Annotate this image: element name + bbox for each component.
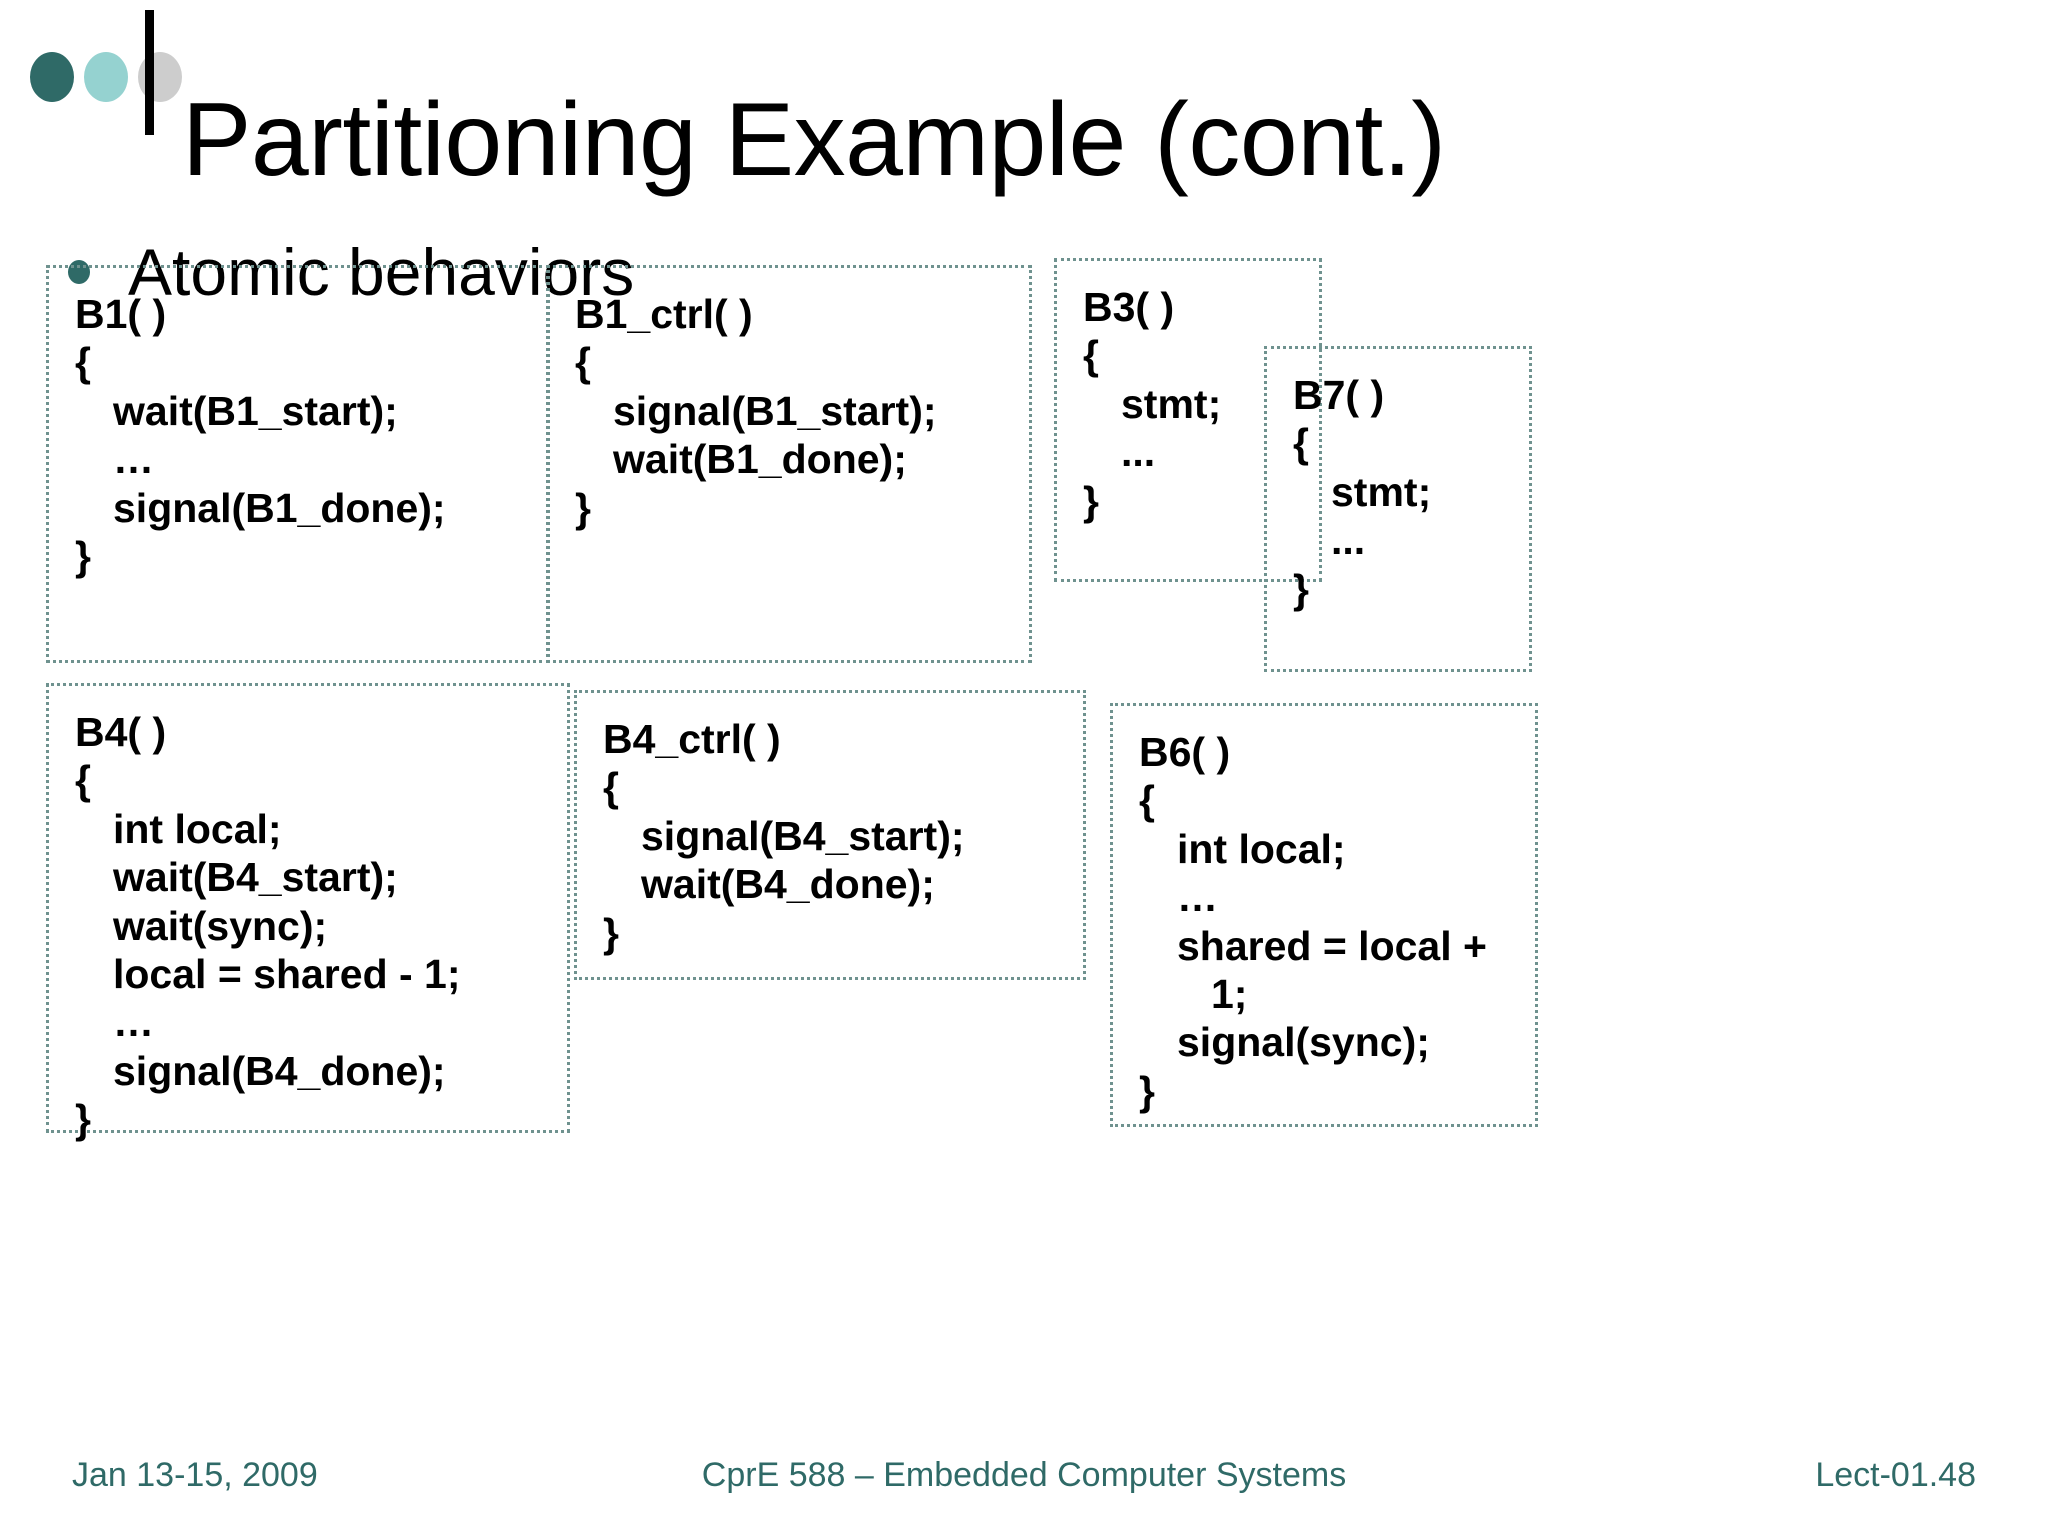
code-line: ...: [1121, 429, 1156, 476]
code-line: {: [1083, 332, 1099, 379]
code-box-b3: B3( ){stmt;...}: [1054, 258, 1322, 582]
footer-lecture-number: Lect-01.48: [1815, 1456, 1976, 1494]
code-line: B1( ): [75, 291, 167, 337]
code-line: }: [75, 532, 91, 579]
code-line: signal(B1_done);: [113, 484, 446, 531]
footer-course-title: CprE 588 – Embedded Computer Systems: [701, 1456, 1347, 1494]
header-dot-dark-teal-icon: [30, 52, 74, 102]
code-line: signal(B4_done);: [113, 1047, 446, 1094]
code-lines-b1-ctrl: B1_ctrl( ){ signal(B1_start);wait(B1_done…: [549, 268, 1029, 532]
code-line: B7( ): [1293, 372, 1385, 418]
code-line: }: [1139, 1067, 1155, 1114]
slide-footer: Jan 13-15, 2009 CprE 588 – Embedded Comp…: [0, 1456, 2048, 1516]
code-lines-b3: B3( ){stmt;...}: [1057, 261, 1319, 525]
title-divider-rule: [145, 10, 154, 135]
code-lines-b7: B7( ){ stmt;...}: [1267, 349, 1529, 613]
code-line: shared = local +: [1177, 922, 1487, 969]
code-line: 1;: [1211, 970, 1248, 1017]
code-line: signal(sync);: [1177, 1019, 1430, 1066]
code-box-b4-ctrl: B4_ctrl( ){ signal(B4_start);wait(B4_done…: [574, 690, 1086, 980]
code-line: ...: [1331, 517, 1366, 564]
code-line: int local;: [1177, 825, 1346, 872]
footer-date: Jan 13-15, 2009: [72, 1456, 318, 1494]
code-line: }: [575, 484, 591, 531]
code-line: stmt;: [1121, 380, 1222, 427]
code-box-b1: B1( ){ wait(B1_start);…signal(B1_done);}: [46, 265, 550, 663]
code-line: wait(B4_done);: [641, 861, 935, 908]
code-box-b4: B4( ){ int local;wait(B4_start);wait(sync…: [46, 683, 570, 1142]
code-line: {: [1293, 420, 1309, 467]
code-line: wait(B4_start);: [113, 854, 398, 901]
code-line: stmt;: [1331, 468, 1432, 515]
code-line: }: [75, 1096, 91, 1142]
code-line: …: [1177, 874, 1218, 921]
code-line: B4_ctrl( ): [603, 716, 781, 762]
code-line: }: [1083, 477, 1099, 524]
code-box-b7: B7( ){ stmt;...}: [1264, 346, 1532, 672]
code-line: wait(B1_start);: [113, 387, 398, 434]
code-line: {: [603, 764, 619, 811]
code-line: B4( ): [75, 709, 167, 755]
code-line: {: [75, 757, 91, 804]
code-line: }: [1293, 565, 1309, 612]
code-line: }: [603, 909, 619, 956]
code-box-b1-ctrl: B1_ctrl( ){ signal(B1_start);wait(B1_done…: [546, 265, 1032, 663]
code-box-b6: B6( ){ int local;…shared = local +1;signa…: [1110, 703, 1538, 1127]
code-line: …: [113, 436, 154, 483]
header-dot-light-teal-icon: [84, 52, 128, 102]
code-line: wait(B1_done);: [613, 436, 907, 483]
code-line: signal(B4_start);: [641, 812, 965, 859]
code-line: int local;: [113, 805, 282, 852]
code-line: {: [575, 339, 591, 386]
code-lines-b6: B6( ){ int local;…shared = local +1;signa…: [1113, 706, 1535, 1115]
code-lines-b1: B1( ){ wait(B1_start);…signal(B1_done);}: [49, 268, 547, 580]
code-line: {: [1139, 777, 1155, 824]
slide-header: Partitioning Example (cont.): [0, 0, 2048, 198]
code-line: …: [113, 999, 154, 1046]
code-line: signal(B1_start);: [613, 387, 937, 434]
code-line: B3( ): [1083, 284, 1175, 330]
code-lines-b4: B4( ){ int local;wait(B4_start);wait(sync…: [49, 686, 567, 1143]
code-line: B1_ctrl( ): [575, 291, 753, 337]
code-line: local = shared - 1;: [113, 950, 461, 997]
page-title: Partitioning Example (cont.): [182, 81, 1446, 198]
code-line: B6( ): [1139, 729, 1231, 775]
code-line: wait(sync);: [113, 902, 328, 949]
code-lines-b4-ctrl: B4_ctrl( ){ signal(B4_start);wait(B4_done…: [577, 693, 1083, 957]
code-line: {: [75, 339, 91, 386]
